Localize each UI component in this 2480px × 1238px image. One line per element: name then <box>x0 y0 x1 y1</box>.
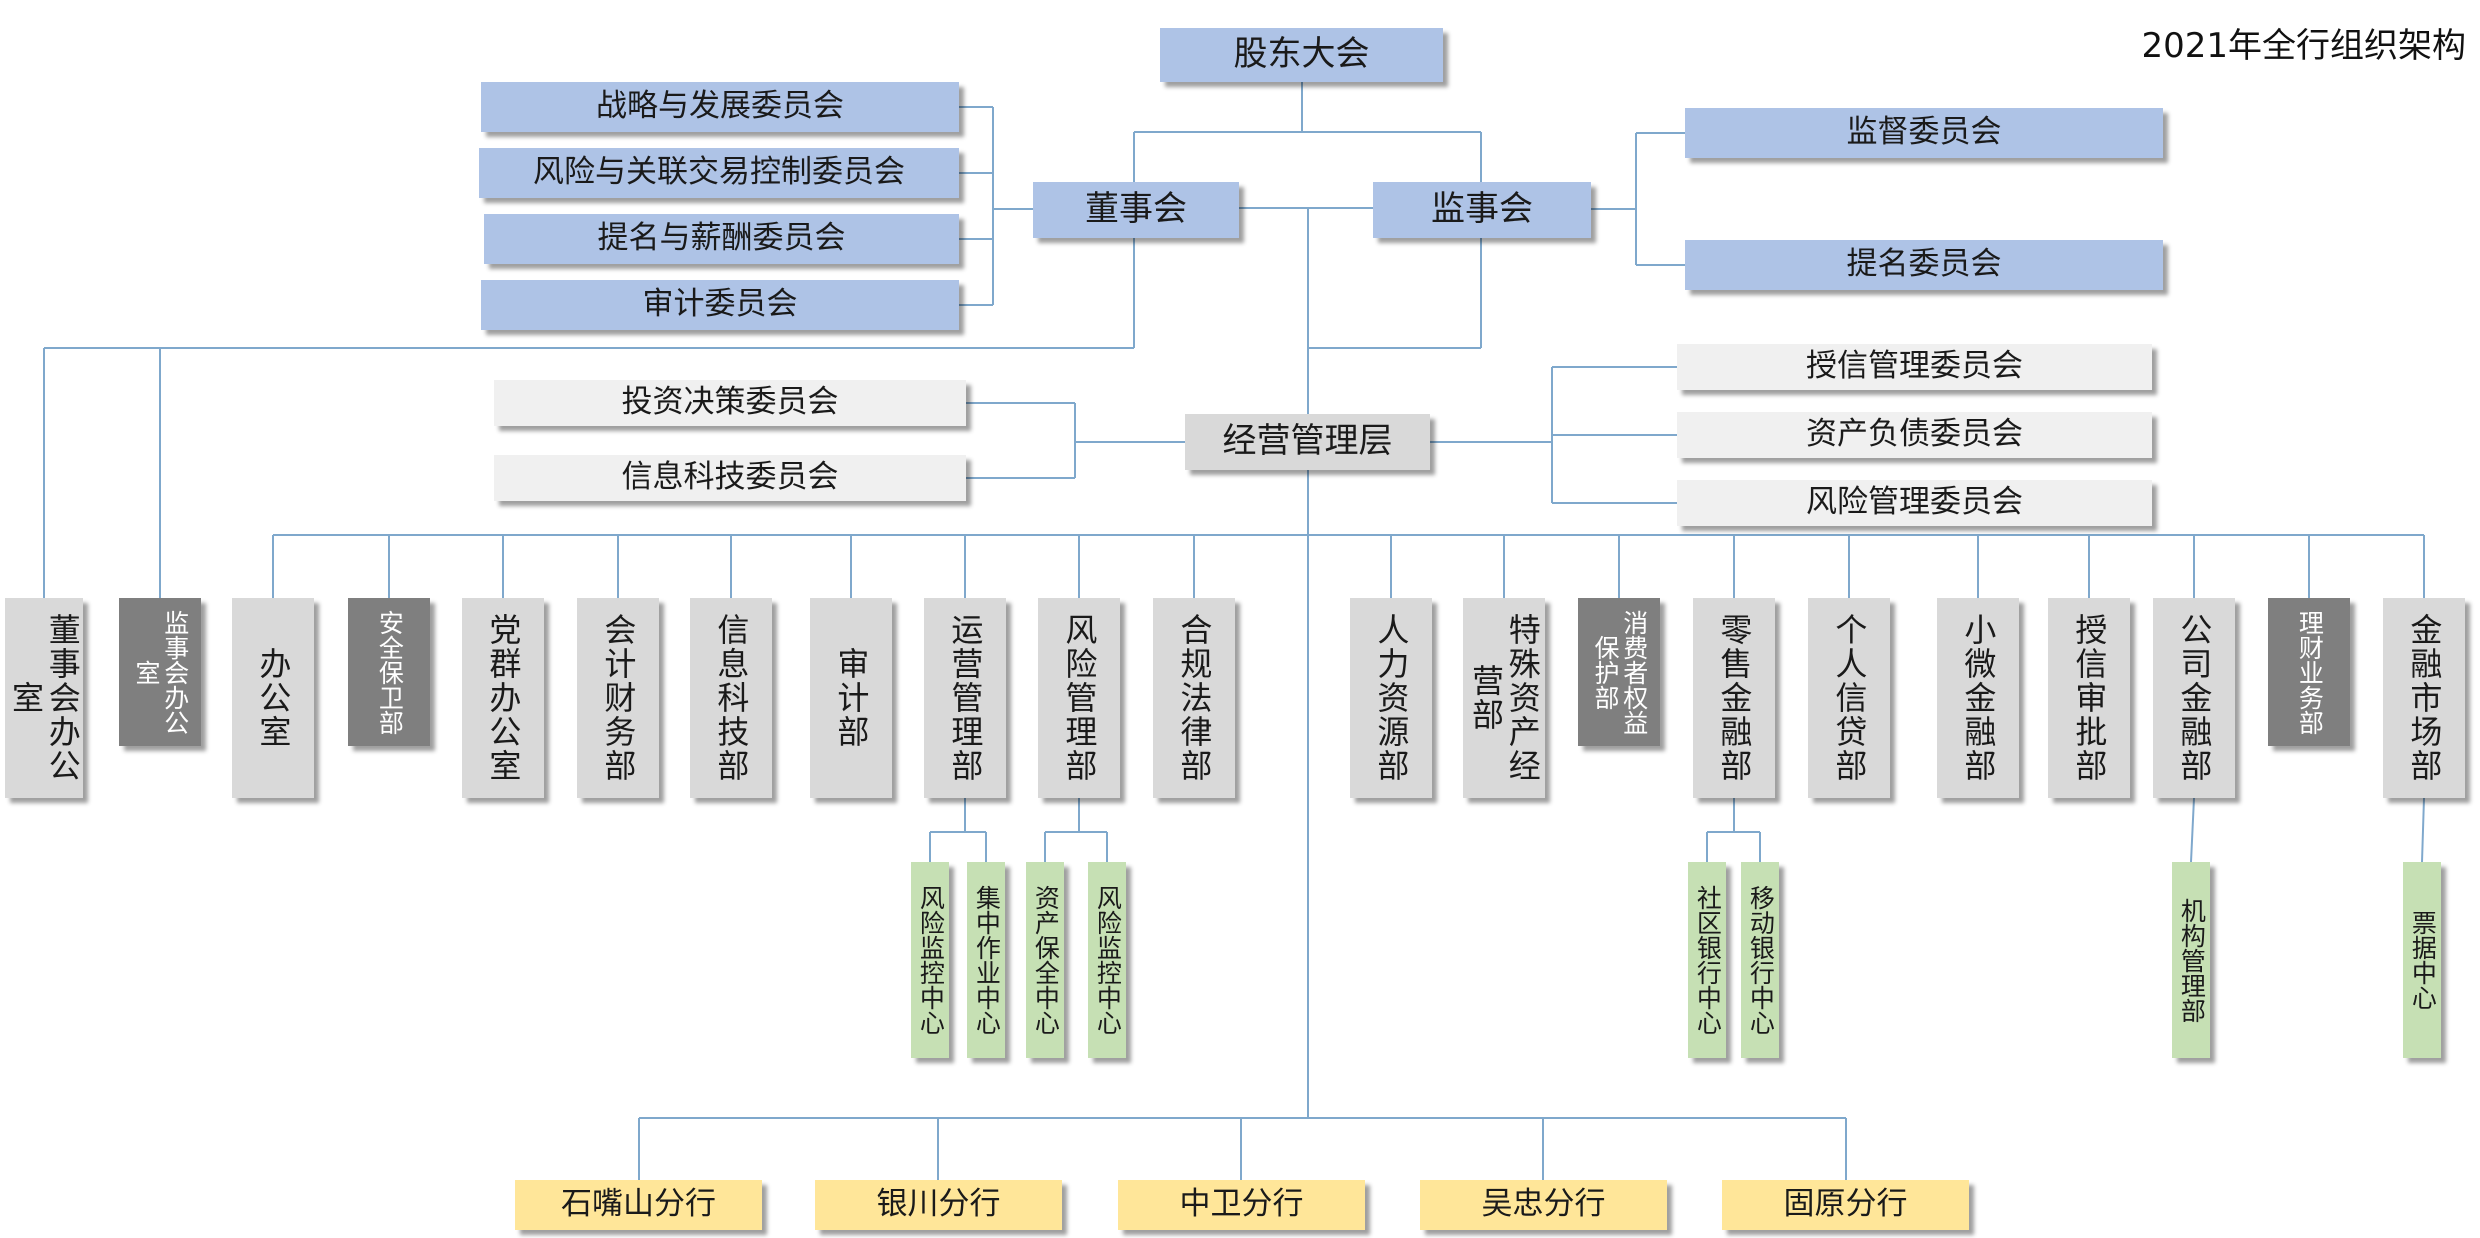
connector-line <box>2421 797 2425 863</box>
management-box[interactable]: 经营管理层 <box>1185 414 1430 470</box>
asset-liability-committee-box[interactable]: 资产负债委员会 <box>1677 412 2152 458</box>
dept-risk-management[interactable]: 风险管理部 <box>1038 598 1120 798</box>
board-office-box[interactable]: 董事会办公室 <box>5 598 83 798</box>
branch-shizuishan[interactable]: 石嘴山分行 <box>515 1180 762 1230</box>
retail-mobile-bank-center[interactable]: 移动银行中心 <box>1741 862 1779 1058</box>
it-committee-box[interactable]: 信息科技委员会 <box>494 455 966 501</box>
dept-audit[interactable]: 审计部 <box>810 598 892 798</box>
nomination-committee-box[interactable]: 提名委员会 <box>1685 240 2163 290</box>
dept-information-technology[interactable]: 信息科技部 <box>690 598 772 798</box>
dept-general-office[interactable]: 办公室 <box>232 598 314 798</box>
nomination-compensation-committee-box[interactable]: 提名与薪酬委员会 <box>484 214 959 264</box>
investment-decision-committee-box[interactable]: 投资决策委员会 <box>494 380 966 426</box>
dept-party-office[interactable]: 党群办公室 <box>462 598 544 798</box>
dept-compliance-legal[interactable]: 合规法律部 <box>1153 598 1235 798</box>
dept-credit-approval[interactable]: 授信审批部 <box>2048 598 2130 798</box>
dept-micro-finance[interactable]: 小微金融部 <box>1937 598 2019 798</box>
dept-financial-markets[interactable]: 金融市场部 <box>2383 598 2465 798</box>
corporate-institution-management[interactable]: 机构管理部 <box>2172 862 2210 1058</box>
chart-title: 2021年全行组织架构 <box>2141 26 2466 66</box>
supervisor-office-box[interactable]: 监事会办公室 <box>119 598 201 746</box>
risk-management-committee-box[interactable]: 风险管理委员会 <box>1677 480 2152 526</box>
ops-risk-monitoring-center[interactable]: 风险监控中心 <box>911 862 949 1058</box>
board-of-supervisors-box[interactable]: 监事会 <box>1373 182 1591 238</box>
connector-line <box>2190 797 2195 863</box>
audit-committee-box[interactable]: 审计委员会 <box>481 280 959 330</box>
branch-yinchuan[interactable]: 银川分行 <box>815 1180 1062 1230</box>
supervision-committee-box[interactable]: 监督委员会 <box>1685 108 2163 158</box>
dept-retail-finance[interactable]: 零售金融部 <box>1693 598 1775 798</box>
risk-asset-preservation-center[interactable]: 资产保全中心 <box>1026 862 1064 1058</box>
dept-accounting-finance[interactable]: 会计财务部 <box>577 598 659 798</box>
dept-security[interactable]: 安全保卫部 <box>348 598 430 746</box>
strategy-committee-box[interactable]: 战略与发展委员会 <box>481 82 959 132</box>
shareholders-meeting-box[interactable]: 股东大会 <box>1160 28 1443 82</box>
dept-special-assets[interactable]: 特殊资产经营部 <box>1463 598 1545 798</box>
branch-guyuan[interactable]: 固原分行 <box>1722 1180 1969 1230</box>
dept-consumer-protection[interactable]: 消费者权益保护部 <box>1578 598 1660 746</box>
branch-zhongwei[interactable]: 中卫分行 <box>1118 1180 1365 1230</box>
ops-central-processing-center[interactable]: 集中作业中心 <box>967 862 1005 1058</box>
credit-management-committee-box[interactable]: 授信管理委员会 <box>1677 344 2152 390</box>
risk-monitoring-center[interactable]: 风险监控中心 <box>1088 862 1126 1058</box>
board-of-directors-box[interactable]: 董事会 <box>1033 182 1239 238</box>
markets-bill-center[interactable]: 票据中心 <box>2403 862 2441 1058</box>
branch-wuzhong[interactable]: 吴忠分行 <box>1420 1180 1667 1230</box>
retail-community-bank-center[interactable]: 社区银行中心 <box>1688 862 1726 1058</box>
dept-operations-management[interactable]: 运营管理部 <box>924 598 1006 798</box>
risk-related-transaction-committee-box[interactable]: 风险与关联交易控制委员会 <box>479 148 959 198</box>
dept-personal-credit[interactable]: 个人信贷部 <box>1808 598 1890 798</box>
dept-human-resources[interactable]: 人力资源部 <box>1350 598 1432 798</box>
dept-wealth-management[interactable]: 理财业务部 <box>2268 598 2350 746</box>
dept-corporate-finance[interactable]: 公司金融部 <box>2153 598 2235 798</box>
